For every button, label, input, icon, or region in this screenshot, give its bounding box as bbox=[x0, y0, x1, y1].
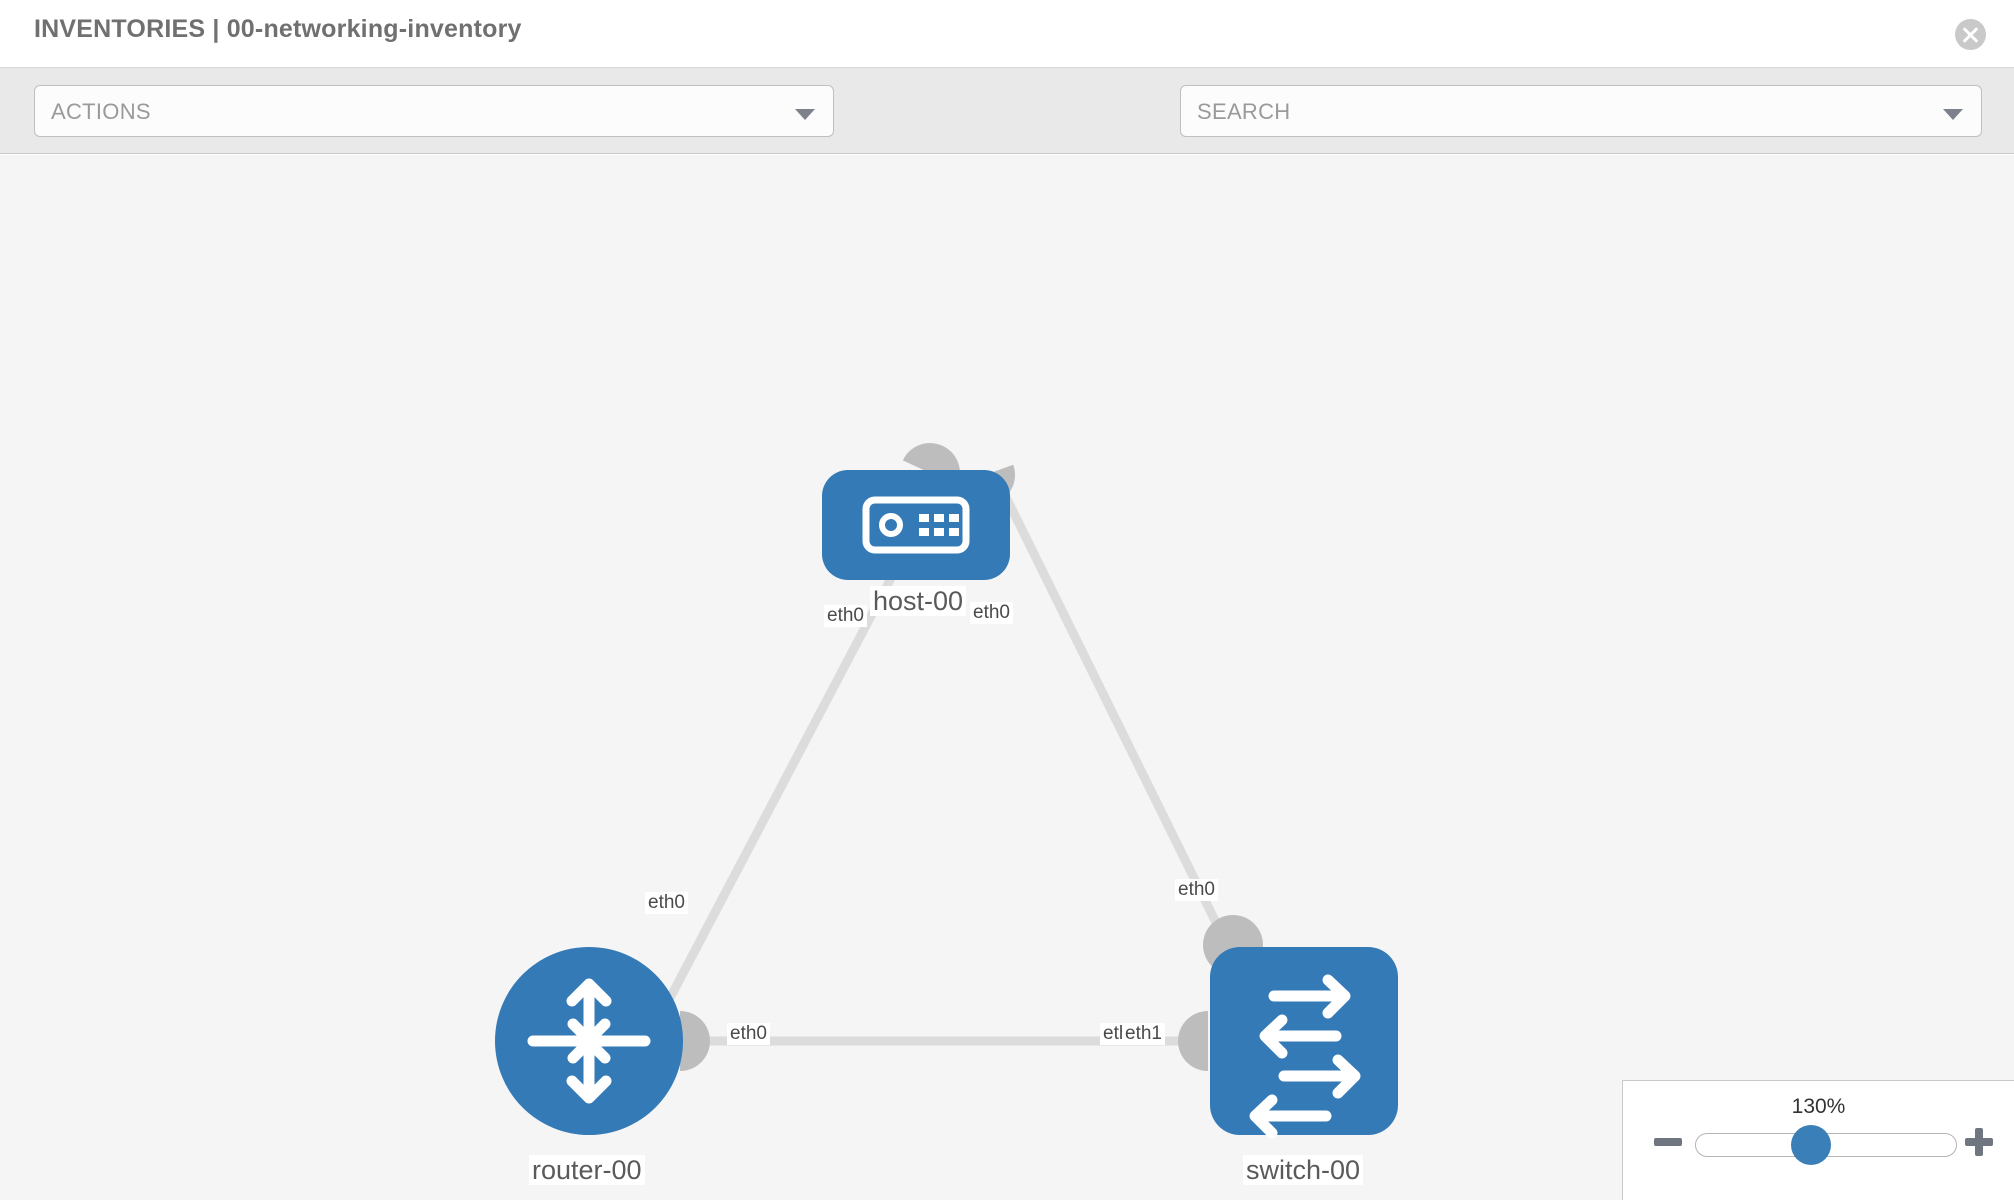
iface-label-router-up: eth0 bbox=[645, 892, 688, 914]
minus-icon[interactable] bbox=[1651, 1125, 1685, 1159]
actions-dropdown-label: ACTIONS bbox=[51, 99, 151, 124]
server-icon bbox=[862, 496, 970, 554]
switch-arrows-icon bbox=[1249, 974, 1361, 1139]
node-label-router-00: router-00 bbox=[529, 1155, 645, 1186]
node-router-00[interactable] bbox=[495, 947, 683, 1135]
topology-canvas[interactable]: eth0 host-00 eth0 eth0 eth0 router-00 et… bbox=[0, 155, 2014, 1200]
actions-dropdown[interactable]: ACTIONS bbox=[34, 85, 834, 137]
page-header: INVENTORIES | 00-networking-inventory bbox=[0, 0, 2014, 68]
connector-switch-left[interactable] bbox=[1178, 1011, 1208, 1071]
search-placeholder: SEARCH bbox=[1197, 99, 1291, 124]
zoom-percent-label: 130% bbox=[1791, 1095, 1846, 1118]
search-input[interactable]: SEARCH bbox=[1180, 85, 1982, 137]
zoom-slider-thumb[interactable] bbox=[1791, 1125, 1831, 1165]
topology-graph bbox=[495, 443, 1398, 1139]
connector-router-right[interactable] bbox=[680, 1011, 710, 1071]
iface-label-switch-left: eth1 bbox=[1122, 1023, 1165, 1045]
link-host-switch[interactable] bbox=[995, 483, 1237, 957]
node-host-00[interactable] bbox=[822, 470, 1010, 580]
close-icon[interactable] bbox=[1955, 19, 1986, 50]
iface-label-router-right: eth0 bbox=[727, 1023, 770, 1045]
node-label-host-00: host-00 bbox=[870, 586, 967, 617]
node-switch-00[interactable] bbox=[1210, 947, 1398, 1139]
iface-label-switch-up: eth0 bbox=[1175, 879, 1218, 901]
node-label-switch-00: switch-00 bbox=[1243, 1155, 1364, 1186]
toolbar: ACTIONS SEARCH bbox=[0, 68, 2014, 194]
iface-label-host-right: eth0 bbox=[970, 602, 1013, 624]
iface-label-host-left: eth0 bbox=[824, 605, 867, 627]
page-title: INVENTORIES | 00-networking-inventory bbox=[34, 15, 522, 43]
router-arrows-icon bbox=[527, 978, 651, 1104]
chevron-down-icon bbox=[1943, 109, 1963, 120]
host-node-shape[interactable] bbox=[822, 470, 1010, 580]
zoom-control-panel: 130% bbox=[1622, 1080, 2014, 1200]
chevron-down-icon bbox=[795, 109, 815, 120]
plus-icon[interactable] bbox=[1962, 1125, 1996, 1159]
